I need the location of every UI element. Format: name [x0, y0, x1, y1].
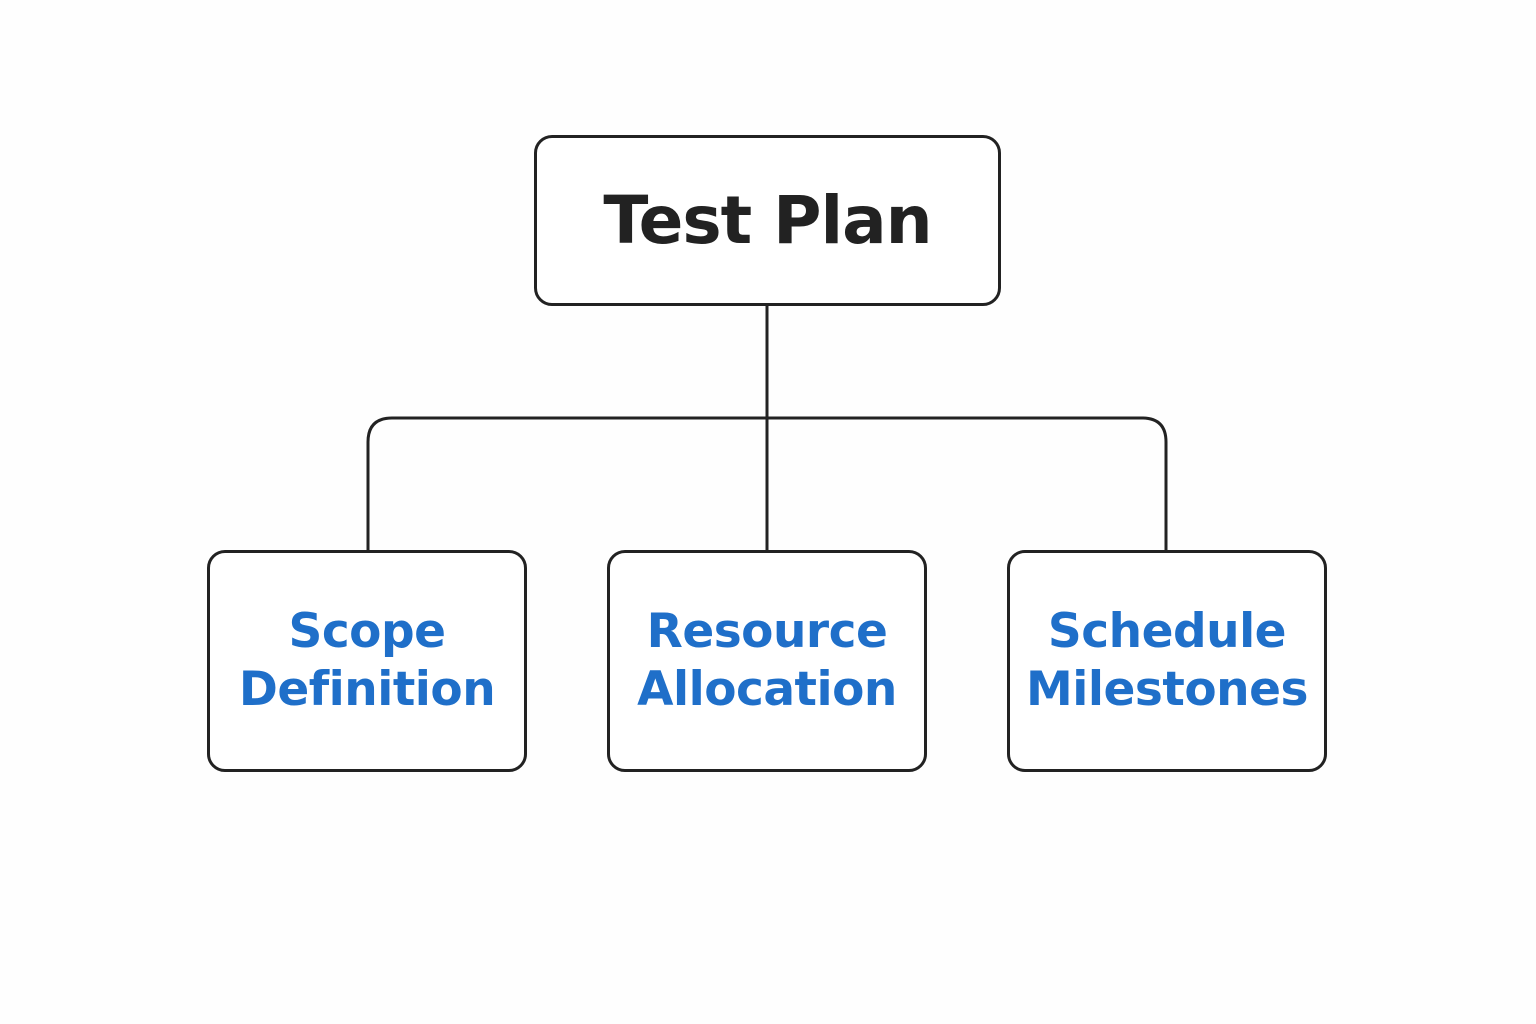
child-node-label: Schedule Milestones — [1026, 603, 1308, 719]
child-node-label: Scope Definition — [238, 603, 496, 719]
root-node-test-plan: Test Plan — [534, 135, 1001, 306]
child-node-schedule-milestones: Schedule Milestones — [1007, 550, 1327, 772]
child-node-label-line1: Scope — [288, 604, 446, 659]
child-node-label-line1: Schedule — [1047, 604, 1287, 659]
child-node-scope-definition: Scope Definition — [207, 550, 527, 772]
child-node-label-line2: Milestones — [1026, 662, 1308, 717]
child-node-label-line2: Allocation — [637, 662, 897, 717]
connector-horizontal-bus — [366, 416, 1168, 550]
child-node-resource-allocation: Resource Allocation — [607, 550, 927, 772]
root-node-label: Test Plan — [603, 182, 932, 259]
child-node-label-line1: Resource — [646, 604, 888, 659]
child-node-label: Resource Allocation — [637, 603, 897, 719]
child-node-label-line2: Definition — [238, 662, 496, 717]
